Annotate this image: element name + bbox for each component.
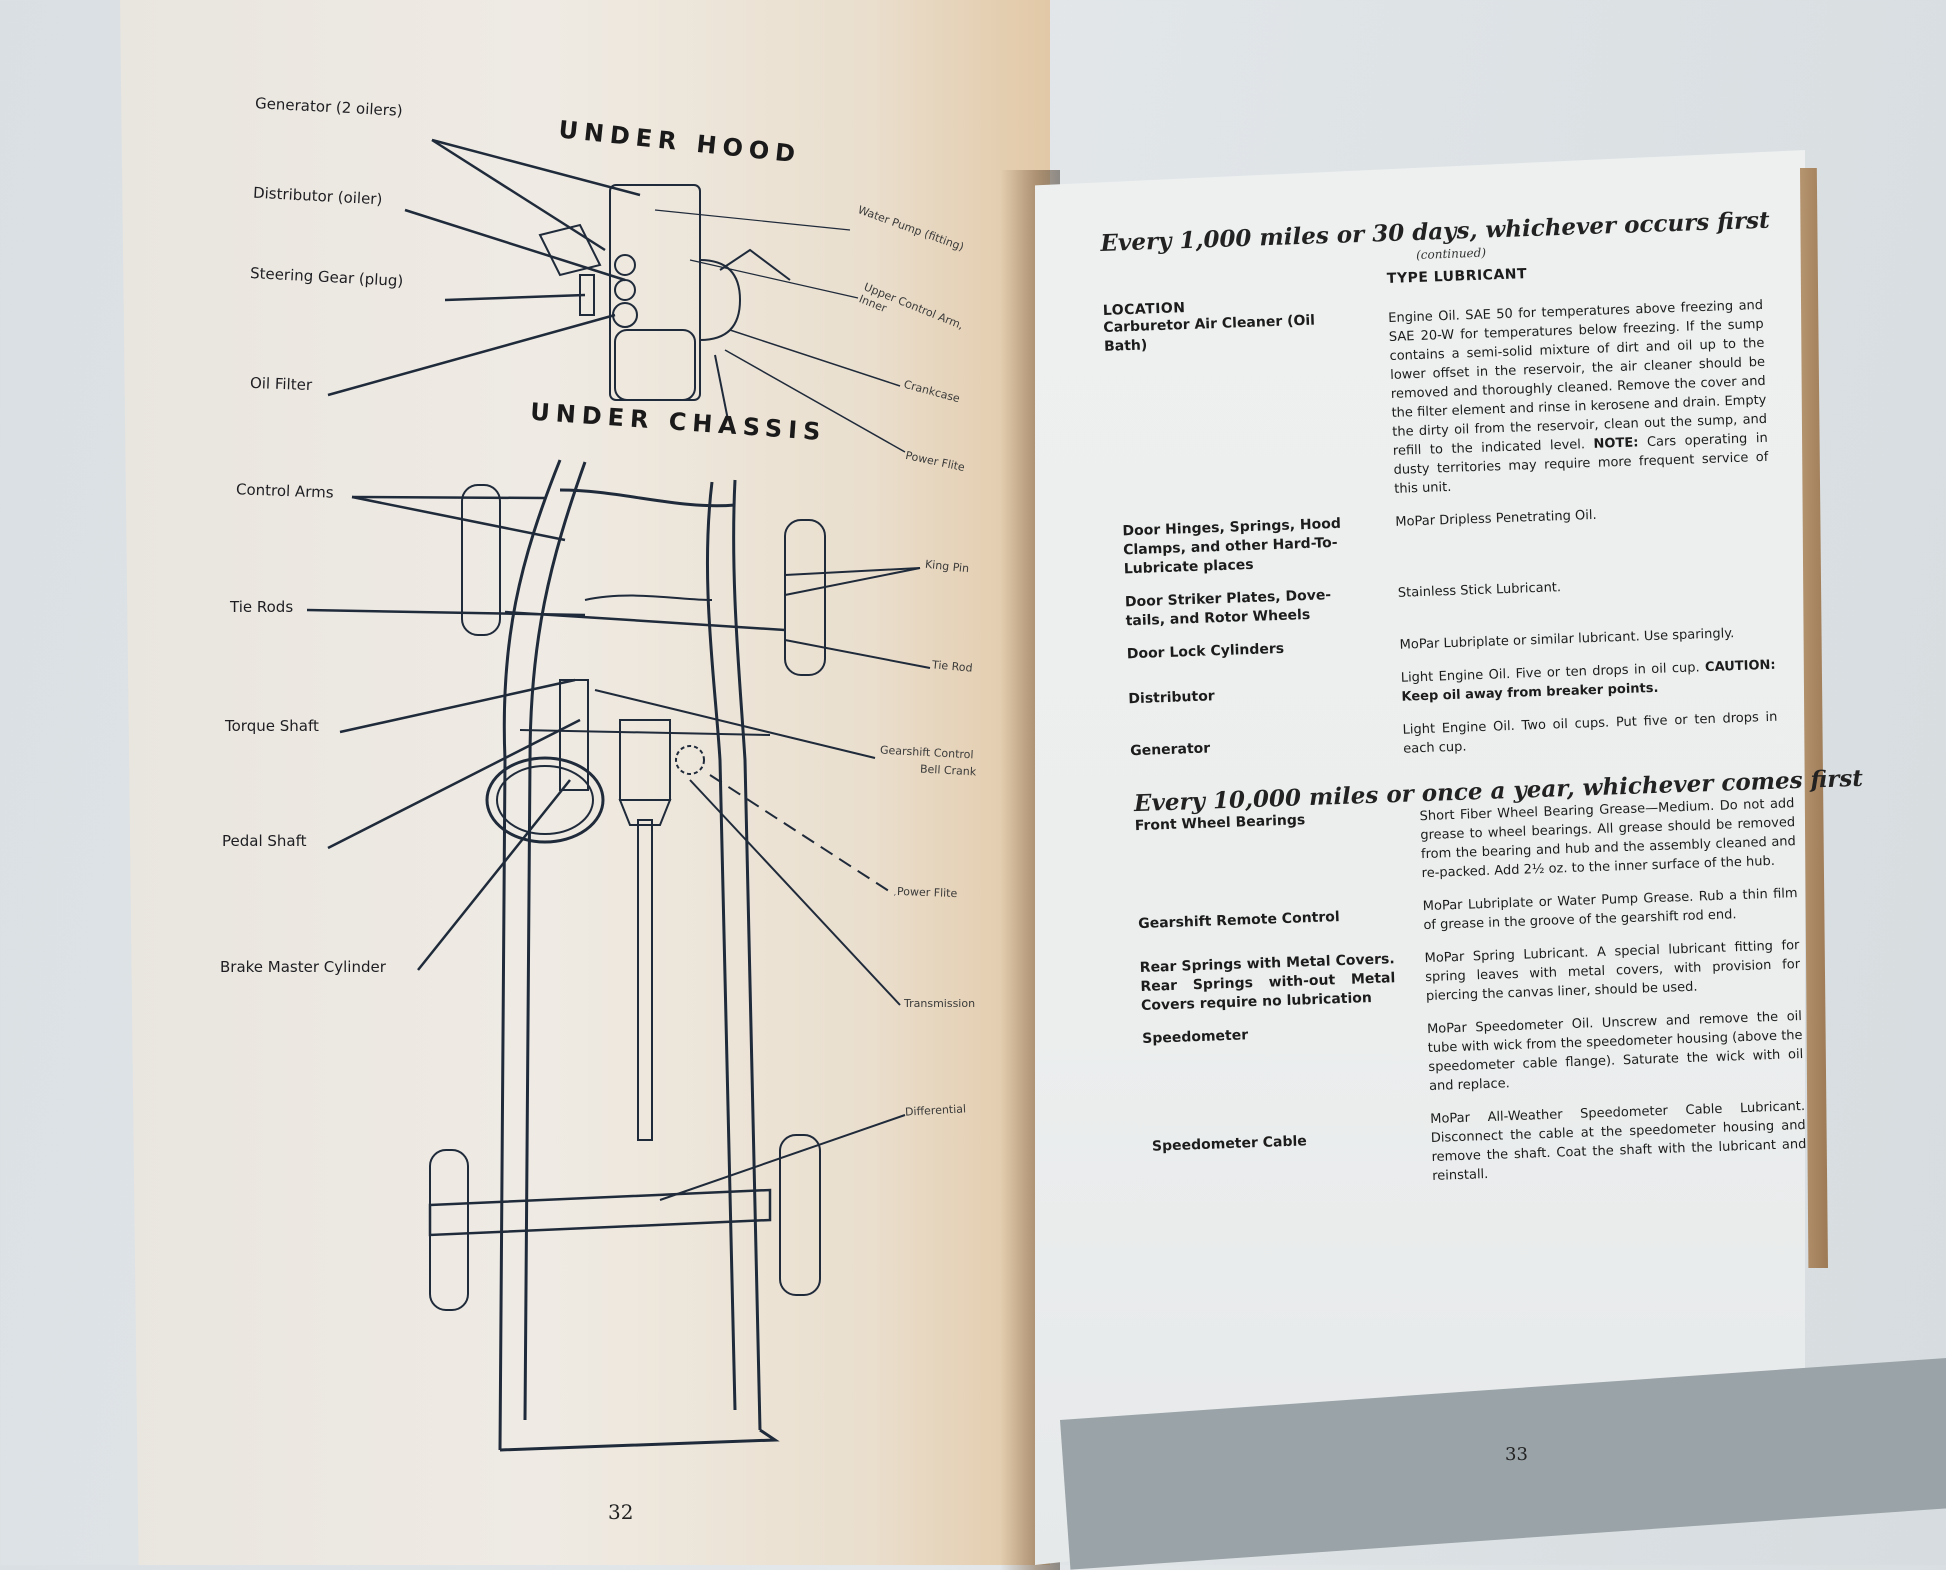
location-door-hinges: Door Hinges, Springs, Hood Clamps, and o… xyxy=(1122,515,1342,578)
lubricant-door-hinges: MoPar Dripless Penetrating Oil. xyxy=(1395,507,1597,530)
label-torque-shaft: Torque Shaft xyxy=(225,717,319,735)
label-pedal-shaft: Pedal Shaft xyxy=(222,832,307,850)
lubricant-front-wheel-bearings: Short Fiber Wheel Bearing Grease—Medium.… xyxy=(1419,796,1797,882)
section2-table: Front Wheel Bearings Short Fiber Wheel B… xyxy=(1121,793,1834,1196)
lubricant-door-lock-cylinders: MoPar Lubriplate or similar lubricant. U… xyxy=(1399,626,1735,653)
lubricant-rear-springs: MoPar Spring Lubricant. A special lubric… xyxy=(1424,938,1801,1005)
driveshaft xyxy=(637,819,653,1141)
location-gearshift-remote-control: Gearshift Remote Control xyxy=(1137,909,1340,933)
location-front-wheel-bearings: Front Wheel Bearings xyxy=(1134,812,1306,835)
label-power-flite-chassis: Power Flite xyxy=(896,884,958,901)
rear-left-wheel xyxy=(429,1149,469,1311)
lubricant-carburetor-air-cleaner: Engine Oil. SAE 50 for temperatures abov… xyxy=(1388,296,1769,499)
location-rear-springs: Rear Springs with Metal Covers. Rear Spr… xyxy=(1139,951,1396,1015)
label-oil-filter: Oil Filter xyxy=(249,373,313,395)
location-speedometer-cable: Speedometer Cable xyxy=(1151,1133,1308,1155)
location-door-lock-cylinders: Door Lock Cylinders xyxy=(1126,640,1285,663)
right-page xyxy=(1035,150,1805,1565)
location-generator: Generator xyxy=(1129,740,1211,760)
steering-wheel xyxy=(485,756,605,844)
rear-right-wheel xyxy=(779,1134,821,1296)
location-distributor: Distributor xyxy=(1128,688,1215,708)
lubricant-speedometer: MoPar Speedometer Oil. Unscrew and remov… xyxy=(1426,1008,1804,1095)
label-transmission: Transmission xyxy=(904,997,976,1010)
label-control-arms: Control Arms xyxy=(235,480,334,502)
lubricant-gearshift-remote-control: MoPar Lubriplate or Water Pump Grease. R… xyxy=(1422,886,1798,934)
note-label: NOTE: xyxy=(1593,435,1639,452)
lubricant-generator: Light Engine Oil. Two oil cups. Put five… xyxy=(1402,709,1778,757)
front-left-wheel xyxy=(461,484,501,636)
label-brake-master-cylinder: Brake Master Cylinder xyxy=(220,958,386,976)
lubrication-schedule: Every 1,000 miles or 30 days, whichever … xyxy=(1100,206,1863,1197)
lubricant-door-striker-plates: Stainless Stick Lubricant. xyxy=(1397,580,1562,601)
section1-table: LOCATION TYPE LUBRICANT Carburetor Air C… xyxy=(1102,257,1819,769)
location-speedometer: Speedometer xyxy=(1141,1027,1249,1048)
label-tie-rods: Tie Rods xyxy=(230,598,294,616)
lubricant-speedometer-cable: MoPar All-Weather Speedometer Cable Lubr… xyxy=(1429,1098,1807,1184)
lubricant-distributor: Light Engine Oil. Five or ten drops in o… xyxy=(1400,656,1776,707)
front-right-wheel xyxy=(784,519,826,676)
page-number-left: 32 xyxy=(608,1500,634,1524)
engine-block xyxy=(609,184,701,401)
location-carburetor-air-cleaner: Carburetor Air Cleaner (Oil Bath) xyxy=(1103,312,1316,355)
location-door-striker-plates: Door Striker Plates, Dove-tails, and Rot… xyxy=(1124,587,1332,630)
page-number-right: 33 xyxy=(1505,1444,1528,1465)
